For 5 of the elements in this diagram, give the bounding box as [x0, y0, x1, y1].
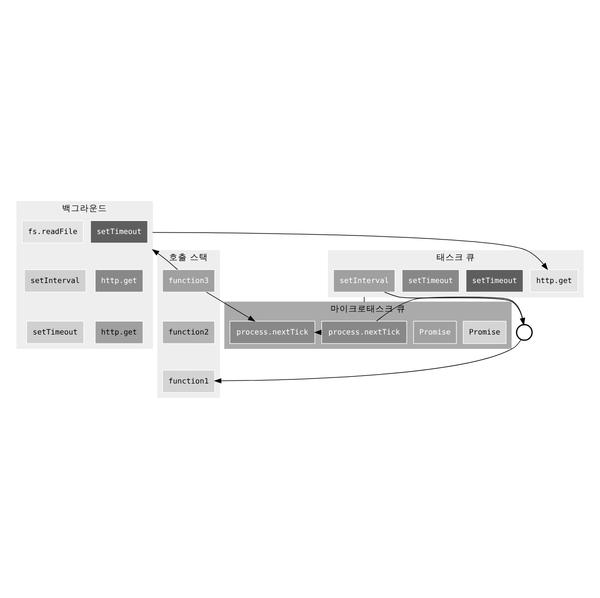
arrow [152, 248, 178, 270]
node-circle [516, 324, 533, 340]
arrow [152, 232, 548, 270]
arrow [206, 291, 256, 322]
arrow [214, 338, 522, 383]
